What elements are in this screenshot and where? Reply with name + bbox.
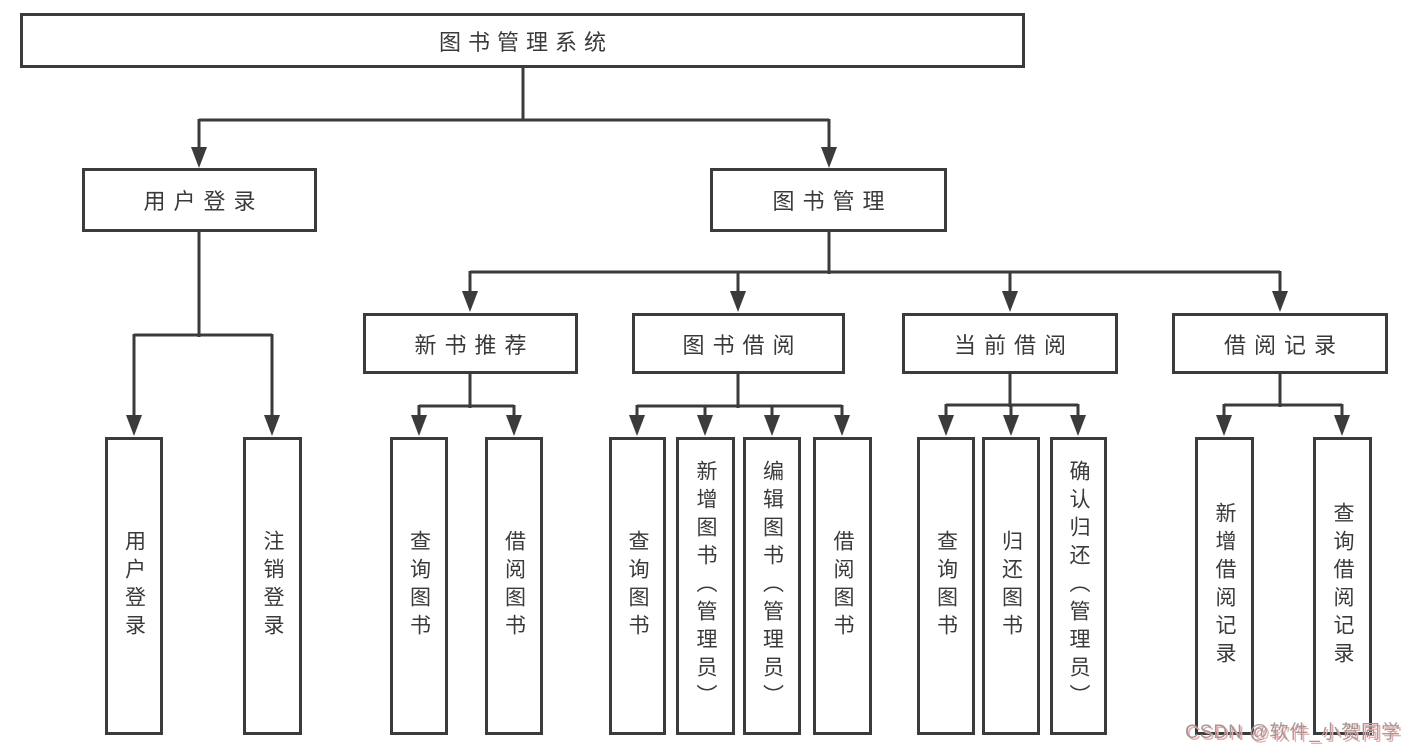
leaf-query-books-current: 查询图书 [917, 437, 975, 735]
leaf-return-book: 归还图书 [982, 437, 1040, 735]
arrow-down-icon [506, 415, 522, 436]
node-label: 查询图书 [934, 530, 958, 642]
leaf-borrow-books-recommend: 借阅图书 [485, 437, 543, 735]
arrow-down-icon [834, 415, 850, 436]
leaf-edit-book-admin: 编辑图书（管理员） [743, 437, 801, 735]
node-label: 图书借阅 [682, 332, 803, 358]
arrow-down-icon [1002, 291, 1018, 312]
arrow-down-icon [264, 415, 280, 436]
node-label: 借阅图书 [502, 530, 526, 642]
node-label: 图书管理 [772, 189, 893, 214]
node-label: 确认归还（管理员） [1067, 460, 1090, 712]
arrow-down-icon [126, 415, 142, 436]
node-book-management: 图书管理 [710, 168, 947, 232]
node-label: 新增借阅记录 [1213, 502, 1236, 670]
arrow-down-icon [938, 415, 954, 436]
node-label: 借阅图书 [831, 530, 854, 642]
node-label: 归还图书 [999, 530, 1023, 642]
arrow-down-icon [411, 415, 427, 436]
arrow-down-icon [764, 415, 780, 436]
csdn-watermark: CSDN @软件_小贺同学 [1185, 722, 1401, 743]
node-label: 图书管理系统 [438, 29, 613, 55]
leaf-confirm-return-admin: 确认归还（管理员） [1050, 437, 1107, 735]
leaf-add-borrow-record: 新增借阅记录 [1195, 437, 1254, 735]
leaf-user-login: 用户登录 [105, 437, 163, 735]
node-borrowing-records: 借阅记录 [1172, 313, 1388, 374]
node-label: 用户登录 [122, 530, 146, 642]
node-library-management-system: 图书管理系统 [20, 13, 1025, 68]
node-label: 查询图书 [626, 530, 649, 642]
leaf-query-borrow-record: 查询借阅记录 [1313, 437, 1372, 735]
node-book-borrowing: 图书借阅 [632, 313, 845, 374]
node-label: 查询图书 [407, 530, 431, 642]
node-label: 用户登录 [143, 189, 264, 214]
node-label: 注销登录 [261, 530, 284, 642]
node-new-book-recommend: 新书推荐 [363, 313, 578, 374]
node-user-login: 用户登录 [82, 168, 317, 232]
node-label: 编辑图书（管理员） [760, 460, 784, 712]
node-label: 借阅记录 [1223, 332, 1344, 358]
arrow-down-icon [1216, 415, 1232, 436]
arrow-down-icon [1334, 415, 1350, 436]
leaf-logout-login: 注销登录 [243, 437, 302, 735]
arrow-down-icon [191, 147, 207, 168]
arrow-down-icon [1003, 415, 1019, 436]
node-current-borrowing: 当前借阅 [902, 313, 1118, 374]
arrow-down-icon [1272, 291, 1288, 312]
arrow-down-icon [730, 291, 746, 312]
arrow-down-icon [697, 415, 713, 436]
node-label: 新书推荐 [414, 332, 535, 358]
node-label: 新增图书（管理员） [694, 460, 717, 712]
arrow-down-icon [1070, 415, 1086, 436]
leaf-add-book-admin: 新增图书（管理员） [676, 437, 735, 735]
arrow-down-icon [629, 415, 645, 436]
leaf-query-books-recommend: 查询图书 [390, 437, 448, 735]
node-label: 当前借阅 [953, 332, 1074, 358]
arrow-down-icon [462, 291, 478, 312]
arrow-down-icon [821, 147, 837, 168]
node-label: 查询借阅记录 [1331, 502, 1354, 670]
leaf-query-books-borrowing: 查询图书 [609, 437, 666, 735]
leaf-borrow-books: 借阅图书 [813, 437, 872, 735]
